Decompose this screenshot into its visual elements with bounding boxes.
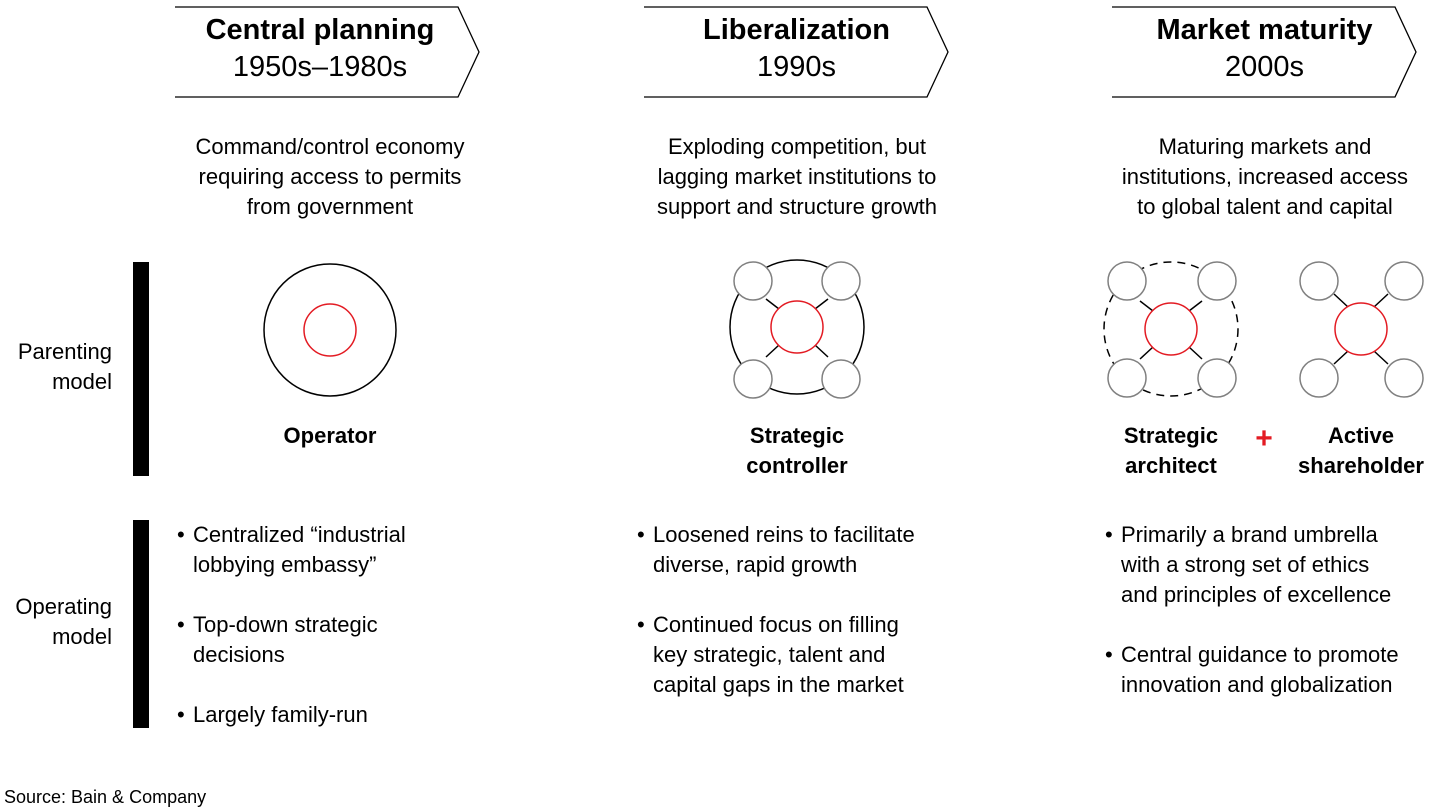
list-item: • Top-down strategic decisions (177, 612, 378, 667)
list-item: • Centralized “industrial lobbying embas… (177, 522, 406, 577)
hub-and-spoke-network-icon (1299, 261, 1424, 398)
stage-period: 1950s–1980s (232, 51, 408, 83)
stage-banner-liberalization: Liberalization 1990s (644, 6, 949, 98)
model-label-active-shareholder: Active shareholder (1298, 423, 1424, 478)
dashed-network-icon (1103, 261, 1239, 398)
hub-and-spoke-network-icon (729, 259, 865, 399)
model-label-strategic-controller: Strategic controller (746, 423, 848, 478)
source-note: Source: Bain & Company (4, 787, 207, 807)
chevron-banner-icon (1112, 6, 1417, 98)
concentric-circles-icon (263, 263, 397, 397)
row-label-parenting-model: Parenting model (17, 339, 112, 394)
bullet-icon: • (177, 612, 185, 637)
list-item: • Loosened reins to facilitate diverse, … (637, 522, 915, 577)
bullet-icon: • (637, 522, 645, 547)
list-item: • Continued focus on filling key strateg… (637, 612, 904, 697)
operating-points-liberalization: • Loosened reins to facilitate diverse, … (637, 520, 915, 730)
stage-period: 1990s (756, 51, 836, 83)
operating-points-market-maturity: • Primarily a brand umbrella with a stro… (1105, 520, 1399, 730)
row-bar-operating (133, 520, 149, 728)
stage-title: Market maturity (1156, 14, 1373, 46)
list-item: • Largely family-run (177, 700, 406, 730)
stage-title: Liberalization (703, 14, 890, 46)
stage-banner-central-planning: Central planning 1950s–1980s (175, 6, 480, 98)
list-item: • Central guidance to promote innovation… (1105, 642, 1399, 697)
stage-period: 2000s (1224, 51, 1304, 83)
model-label-operator: Operator (283, 423, 377, 448)
row-label-operating-model: Operating model (15, 594, 112, 649)
list-item: • Primarily a brand umbrella with a stro… (1105, 522, 1392, 607)
row-bar-parenting (133, 262, 149, 476)
stage-description-market-maturity: Maturing markets and institutions, incre… (1121, 134, 1409, 219)
bullet-icon: • (1105, 522, 1113, 547)
stage-description-central-planning: Command/control economy requiring access… (195, 134, 465, 219)
plus-icon: + (1255, 422, 1273, 455)
operating-points-central-planning: • Centralized “industrial lobbying embas… (177, 520, 406, 760)
bullet-icon: • (637, 612, 645, 637)
bullet-icon: • (1105, 642, 1113, 667)
chevron-banner-icon (644, 6, 949, 98)
bullet-icon: • (177, 522, 185, 547)
stage-title: Central planning (205, 14, 435, 46)
model-label-strategic-architect: Strategic architect (1123, 423, 1219, 478)
bullet-icon: • (177, 702, 185, 727)
stage-banner-market-maturity: Market maturity 2000s (1112, 6, 1417, 98)
chevron-banner-icon (175, 6, 480, 98)
stage-description-liberalization: Exploding competition, but lagging marke… (656, 134, 938, 219)
